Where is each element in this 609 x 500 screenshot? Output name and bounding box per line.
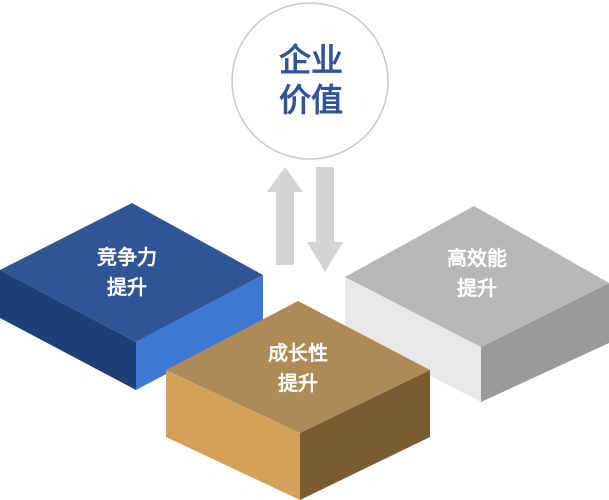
- arrow-down-icon: [307, 167, 343, 272]
- growth-line2: 提升: [278, 371, 318, 395]
- efficiency-label: 高效能 提升: [422, 243, 532, 303]
- competitiveness-block-top: [0, 203, 263, 342]
- enterprise-value-line1: 企业: [278, 41, 343, 79]
- efficiency-block-front: [345, 277, 481, 402]
- competitiveness-line2: 提升: [107, 275, 147, 299]
- competitiveness-block-front: [0, 270, 136, 390]
- enterprise-value-circle: [231, 2, 389, 160]
- growth-line1: 成长性: [268, 341, 328, 365]
- growth-label: 成长性 提升: [243, 338, 353, 398]
- efficiency-block: [345, 206, 609, 402]
- efficiency-line2: 提升: [457, 276, 497, 300]
- competitiveness-label: 竞争力 提升: [72, 242, 182, 302]
- efficiency-line1: 高效能: [447, 246, 507, 270]
- competitiveness-line1: 竞争力: [97, 245, 157, 269]
- growth-block: [166, 301, 430, 500]
- growth-block-top: [166, 301, 430, 433]
- arrow-up-icon: [267, 167, 303, 265]
- efficiency-block-side: [481, 283, 609, 402]
- growth-block-front: [166, 370, 300, 500]
- efficiency-block-top: [345, 206, 609, 347]
- enterprise-value-label: 企业 价值: [236, 40, 386, 120]
- competitiveness-block: [0, 203, 263, 390]
- competitiveness-block-side: [136, 275, 263, 390]
- enterprise-value-line2: 价值: [278, 81, 343, 119]
- growth-block-side: [300, 370, 430, 500]
